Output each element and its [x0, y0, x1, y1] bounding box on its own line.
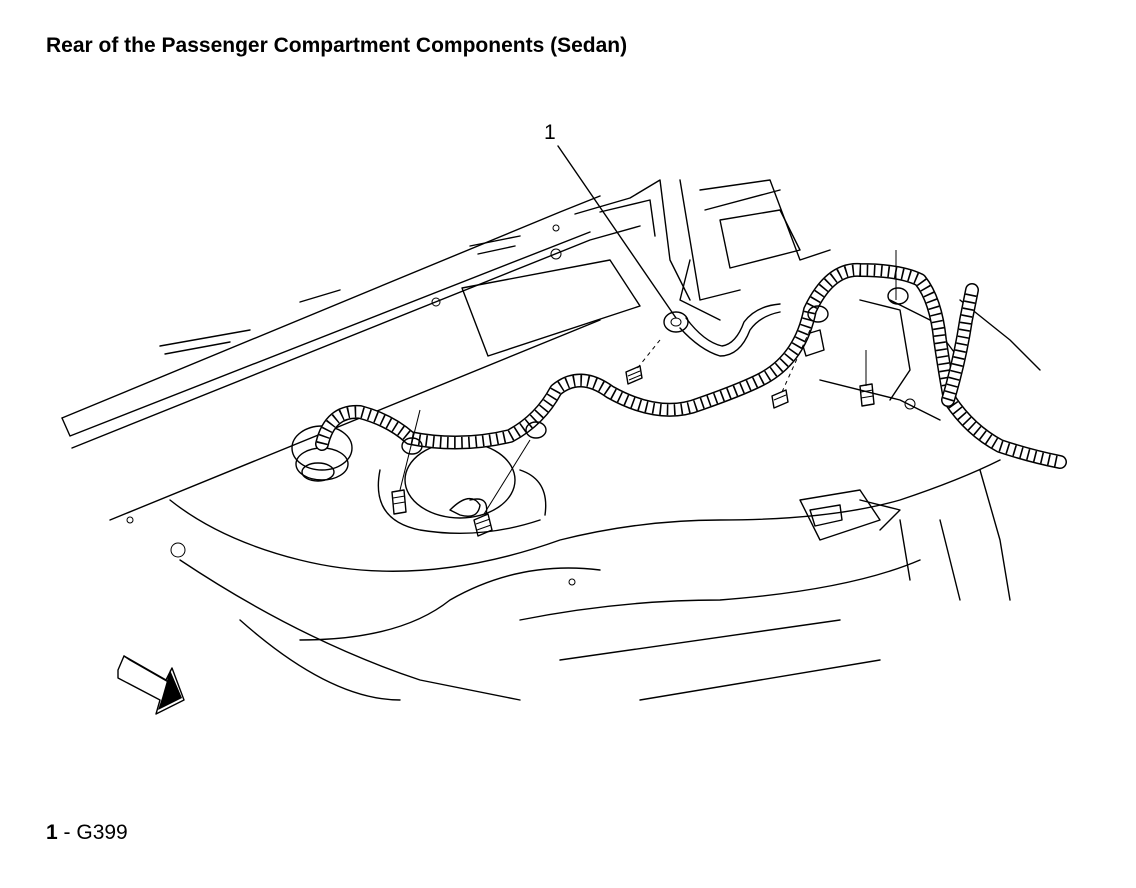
ground-fasteners [391, 250, 909, 537]
wiring-harness [315, 262, 1067, 469]
bolt-studs [391, 365, 875, 537]
legend-item-1: 1 - G399 [46, 821, 128, 845]
legend-separator: - [57, 821, 77, 844]
direction-arrow-icon [117, 655, 185, 715]
callout-1: 1 [544, 121, 677, 319]
page-title: Rear of the Passenger Compartment Compon… [46, 34, 628, 57]
legend-label: G399 [76, 821, 128, 844]
callout-number-1: 1 [544, 121, 556, 144]
body-structure [61, 179, 1041, 701]
legend-number: 1 [46, 821, 58, 844]
